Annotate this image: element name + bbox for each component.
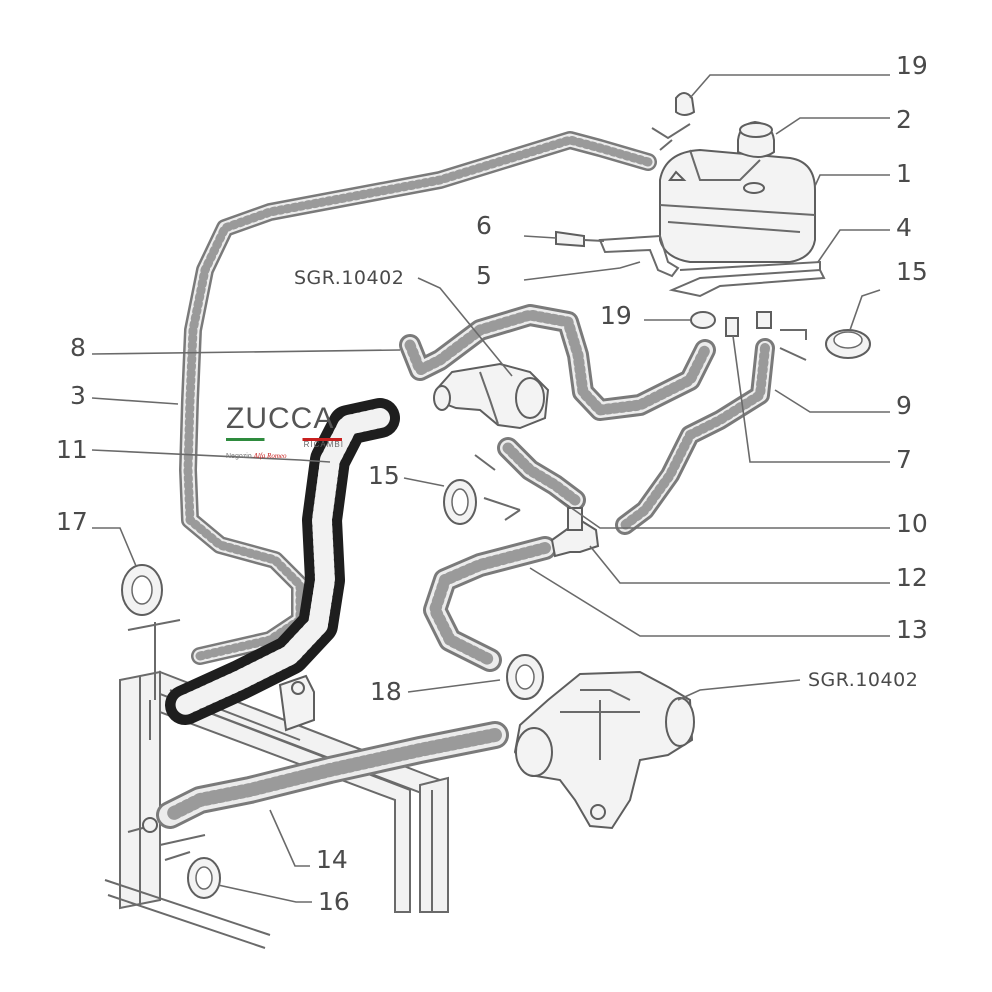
callout-16: 16	[318, 887, 350, 916]
callout-18: 18	[370, 677, 402, 706]
callout-2: 2	[896, 105, 912, 134]
expansion-tank	[659, 148, 816, 263]
clamp-18	[506, 654, 544, 700]
callout-1: 1	[896, 159, 912, 188]
callout-19-top: 19	[896, 51, 928, 80]
clamp-17	[121, 564, 181, 700]
callout-7: 7	[896, 445, 912, 474]
hose-10	[497, 437, 586, 511]
hose-9	[615, 338, 775, 535]
hose-14	[156, 721, 509, 829]
callout-10: 10	[896, 509, 928, 538]
callout-6: 6	[476, 211, 492, 240]
radiator	[104, 670, 449, 949]
bracket	[555, 230, 826, 298]
logo-brand: ZUCCA	[226, 402, 335, 435]
logo-shop-line: Negozio Alfa Romeo	[226, 452, 287, 460]
hose-3-long	[179, 131, 657, 665]
logo-shop-name: Alfa Romeo	[253, 452, 287, 460]
clamp-15-mid	[443, 479, 477, 525]
clip-19-top	[651, 92, 696, 151]
clamp-16	[159, 834, 221, 899]
hose-11-highlighted	[165, 398, 400, 725]
callout-4: 4	[896, 213, 912, 242]
callout-17: 17	[56, 507, 88, 536]
zucca-watermark-logo: ZUCCA RICAMBI Negozio Alfa Romeo	[222, 402, 352, 464]
callout-labels: 19 2 1 4 15 6 5 SGR.10402 19 8 3 9 11 7 …	[56, 51, 928, 916]
callout-15-top: 15	[896, 257, 928, 286]
callout-8: 8	[70, 333, 86, 362]
callout-13: 13	[896, 615, 928, 644]
callout-sgr-upper: SGR.10402	[294, 267, 404, 289]
logo-flag-stripe	[226, 438, 342, 441]
tank-cap	[737, 120, 775, 158]
hose-13	[423, 536, 557, 672]
clamp-15-top	[825, 329, 871, 359]
leader-lines	[91, 74, 890, 903]
callout-12: 12	[896, 563, 928, 592]
clip-19-mid	[690, 311, 807, 361]
callout-19-mid: 19	[600, 301, 632, 330]
hose-8	[399, 304, 716, 421]
thermostat-housing-lower	[513, 670, 695, 830]
logo-subtitle: RICAMBI	[303, 440, 344, 449]
callout-14: 14	[316, 845, 348, 874]
logo-shop-prefix: Negozio	[226, 453, 252, 460]
callout-9: 9	[896, 391, 912, 420]
callout-5: 5	[476, 261, 492, 290]
callout-3: 3	[70, 381, 86, 410]
thermostat-housing-upper	[433, 362, 550, 430]
callout-15-mid: 15	[368, 461, 400, 490]
callout-11: 11	[56, 435, 88, 464]
callout-sgr-lower: SGR.10402	[808, 669, 918, 691]
